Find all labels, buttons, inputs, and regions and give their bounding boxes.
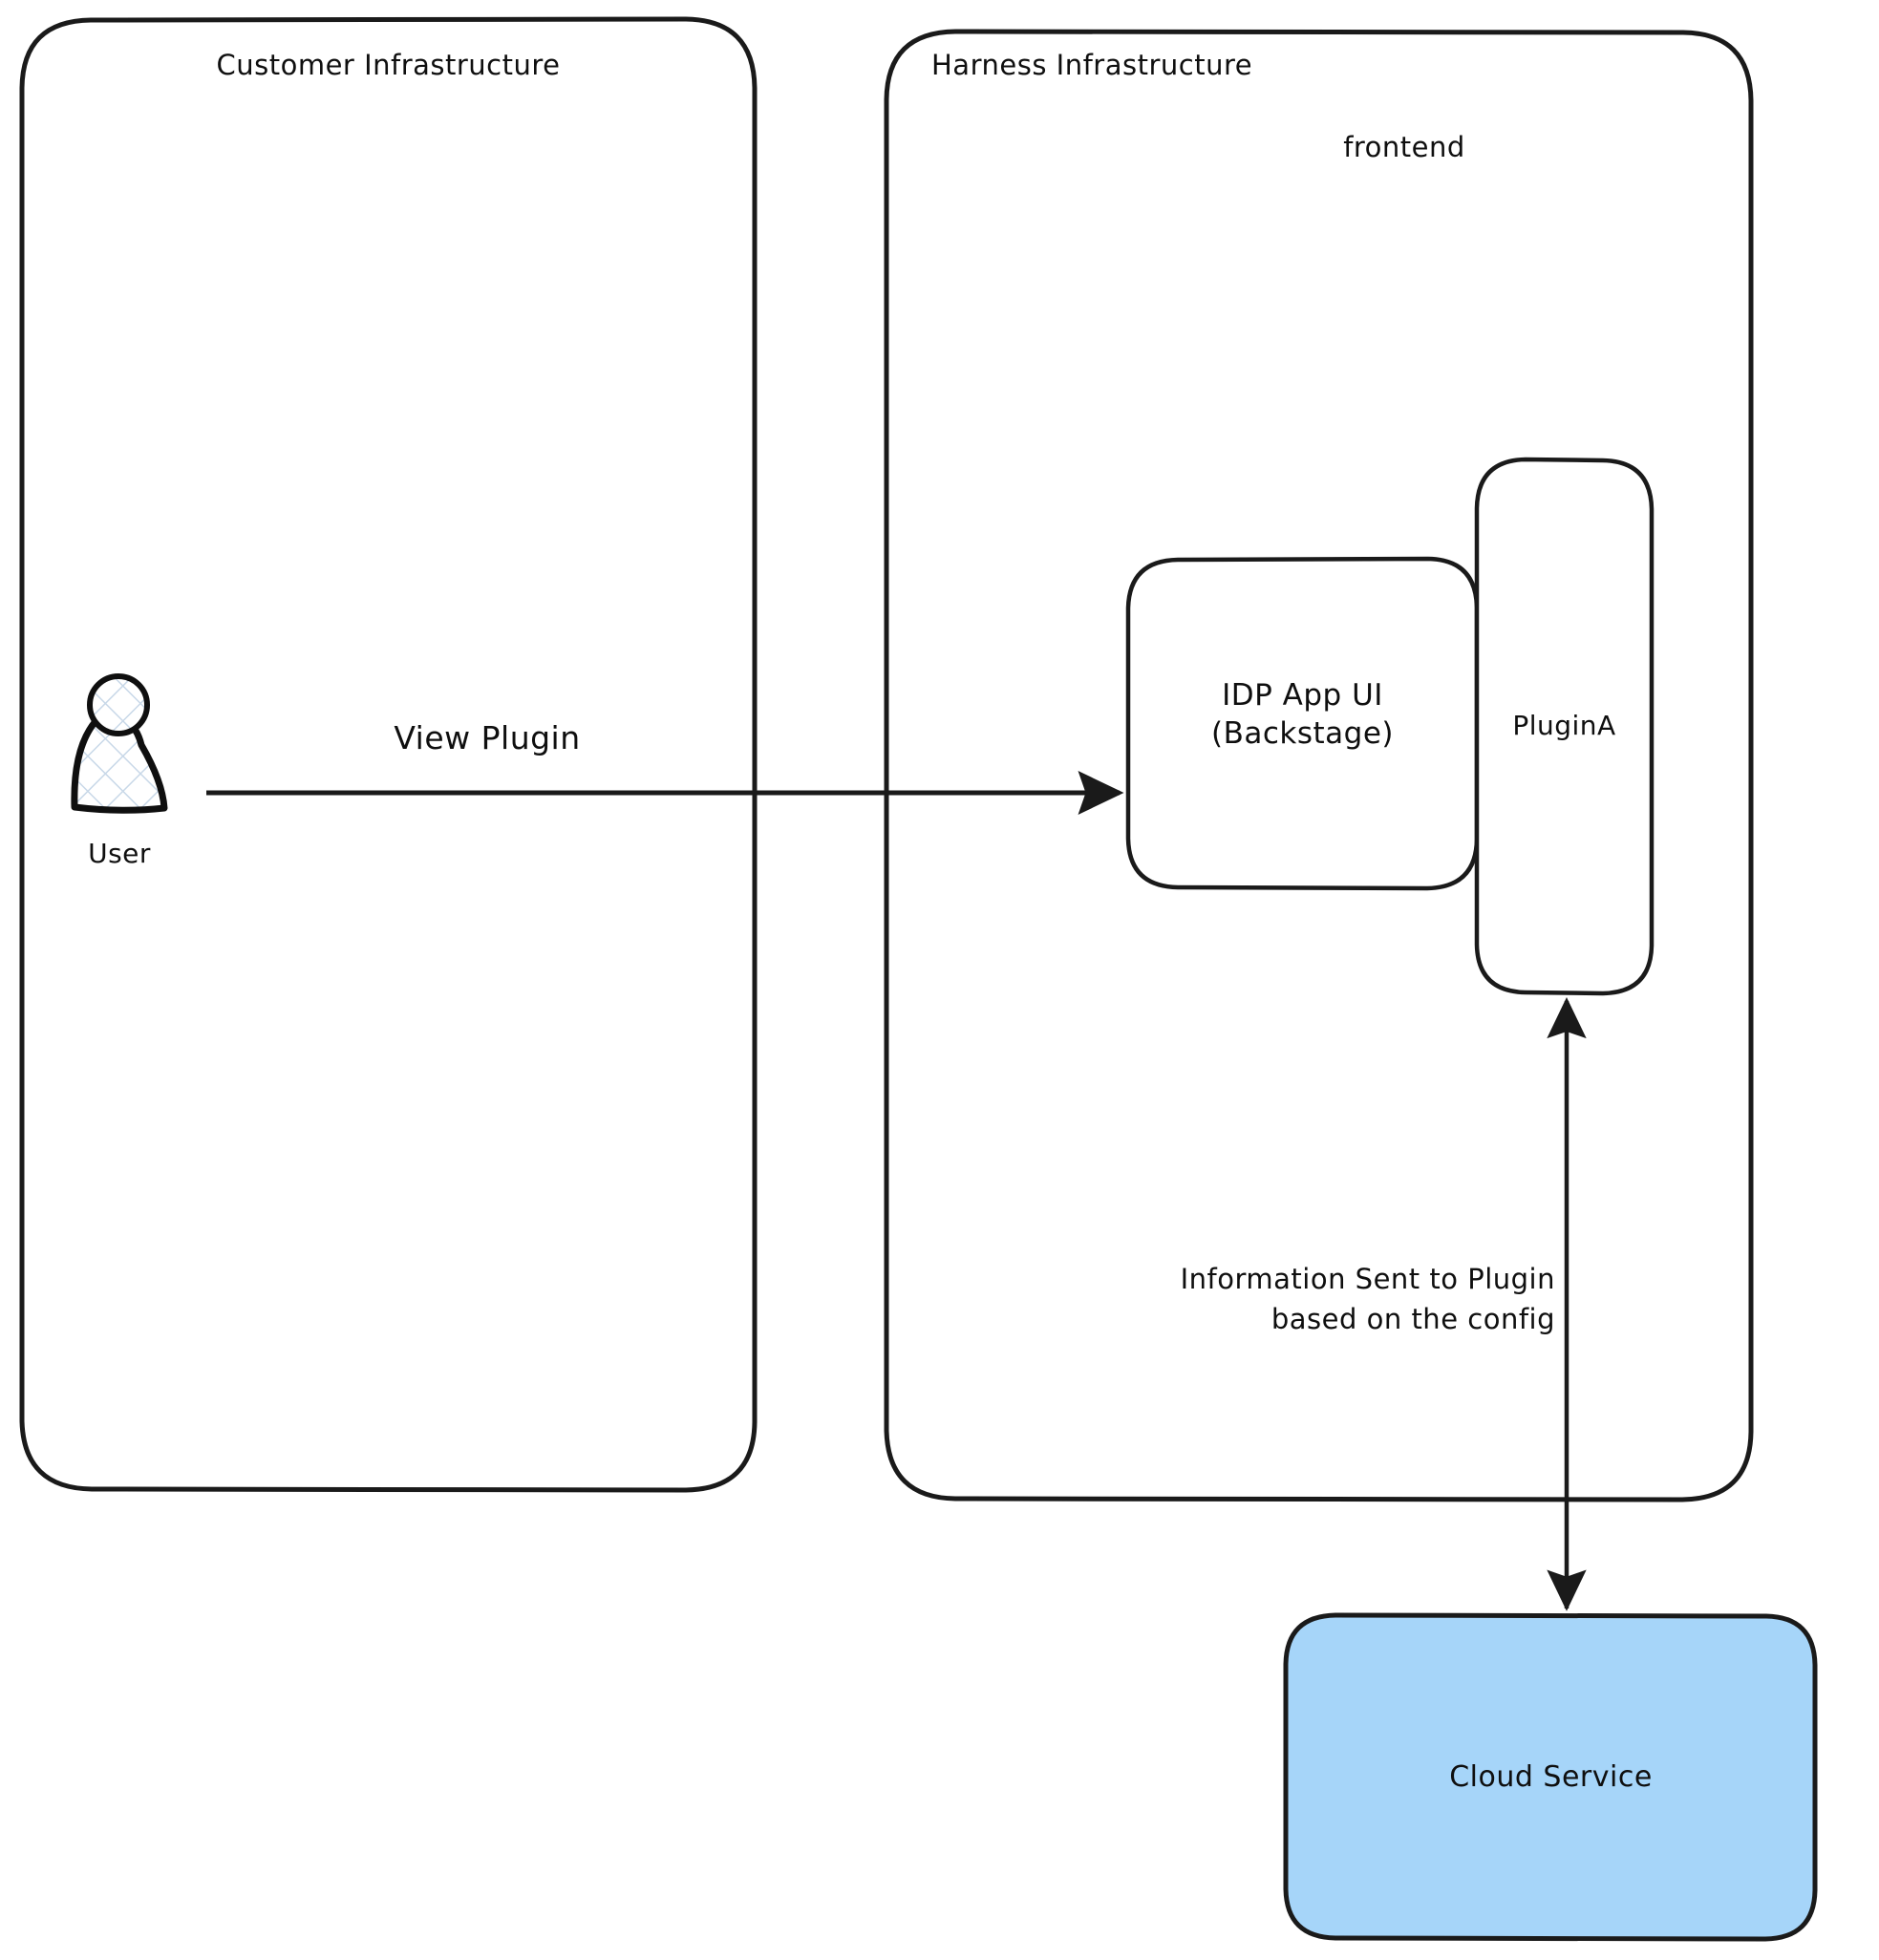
node-idp-app-ui[interactable]: [1125, 556, 1480, 891]
container-customer-infrastructure: [19, 16, 758, 1493]
node-cloud-service[interactable]: [1283, 1612, 1818, 1942]
person-actor-icon: [71, 673, 168, 814]
node-plugin-a[interactable]: [1474, 457, 1655, 996]
